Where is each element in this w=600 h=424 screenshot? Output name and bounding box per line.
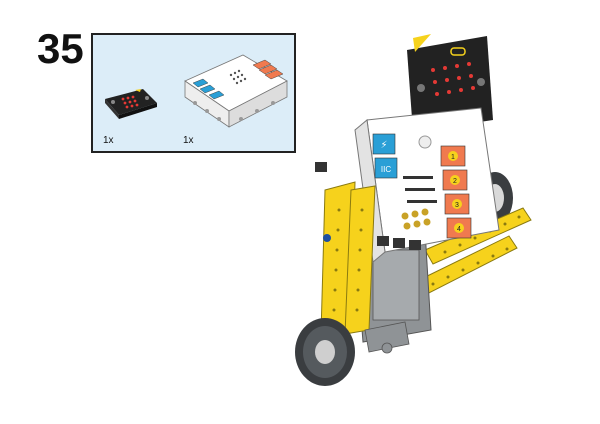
microbit-part-image: [105, 89, 157, 119]
port-2-label: 2: [453, 178, 457, 185]
iic-label: IIC: [381, 165, 391, 174]
assembled-model-image: IIC ⚡ 1 2 3 4: [295, 34, 532, 386]
port-1-label: 1: [451, 154, 455, 161]
microbit-quantity: 1x: [103, 135, 114, 146]
port-3-label: 3: [455, 202, 459, 209]
expansion-board-part-image: [184, 54, 288, 128]
power-icon: ⚡: [380, 140, 387, 151]
expansion-board-quantity: 1x: [183, 135, 194, 146]
step-number: 35: [37, 25, 84, 72]
parts-callout: 1x 1x: [91, 33, 296, 153]
port-4-label: 4: [457, 226, 461, 233]
